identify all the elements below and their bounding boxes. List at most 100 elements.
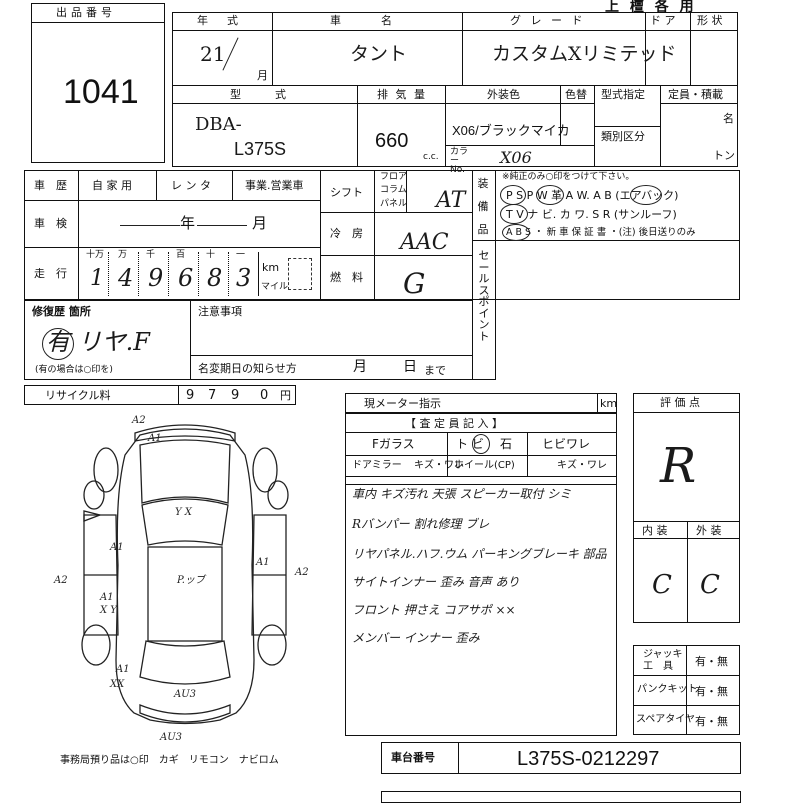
sales-point-label: セールスポイント — [478, 249, 490, 343]
damage-mark: A1 — [99, 592, 114, 603]
rear-bumper — [139, 704, 231, 723]
spec-v-shift — [406, 170, 407, 212]
exterior-value: C — [700, 570, 720, 600]
damage-mark: A2 — [294, 567, 309, 578]
comment-line: メンバー インナー 歪み — [352, 631, 480, 645]
front-left-tire — [93, 447, 119, 493]
hist-v-b — [232, 170, 233, 200]
spec-v-label — [374, 170, 375, 300]
equipment-note: ※純正のみ○印をつけて下さい。 — [502, 172, 635, 182]
repair-box — [24, 300, 473, 380]
left-mirror — [83, 510, 103, 522]
deadline-label: 名変期日の知らせ方 — [198, 362, 297, 375]
mileage-digit: 4 — [118, 264, 134, 292]
mileage-digit: 3 — [236, 264, 252, 292]
ext-color-label: 外装色 — [487, 88, 520, 101]
hist-v-main — [320, 170, 321, 300]
right-side-panel — [251, 514, 287, 636]
damage-mark: AU3 — [173, 689, 196, 700]
rear-right-tire — [257, 624, 287, 666]
inspection-year: 年 — [180, 214, 196, 232]
equip-circle-ab — [630, 185, 662, 205]
car-diagram: A2 A1 Y X A1 A2 A2 A1 X Y A1 A1 XX AU3 A… — [53, 415, 309, 743]
row1-header-line — [172, 30, 738, 31]
row1-bottom-line — [172, 85, 738, 86]
displacement-label: 排 気 量 — [377, 88, 427, 101]
hist-v-label — [78, 170, 79, 300]
inspector-v2 — [527, 432, 528, 476]
lot-number: 1041 — [63, 73, 139, 111]
equipment-line3: A B S ・ 新 車 保 証 書 ・(注) 後日送りのみ — [506, 227, 696, 238]
equipment-line2: T V ナ ビ. カ ワ. S R (サンルーフ) — [506, 208, 677, 221]
caution-line — [190, 355, 473, 356]
equip-circle-tv — [500, 204, 528, 224]
damage-mark: X Y — [99, 605, 118, 616]
damage-mark: A1 — [255, 557, 270, 568]
row2-header-line — [172, 103, 594, 104]
digit-sep — [198, 252, 199, 296]
inspector-box — [345, 413, 617, 485]
row2-colorno-line — [445, 145, 594, 146]
shape-label: 形 状 — [697, 14, 723, 27]
deadline-until: まで — [424, 364, 446, 377]
caution-label: 注意事項 — [198, 305, 242, 318]
damage-mark: Y X — [175, 507, 193, 518]
month-mark: 月 — [257, 69, 268, 82]
damage-mark: A2 — [53, 575, 68, 586]
exterior-label: 外 装 — [696, 524, 722, 537]
grade-line3 — [633, 538, 740, 539]
row2-v1 — [357, 85, 358, 167]
digit-unit: 十万 — [86, 250, 105, 260]
shift-column: コラム — [380, 185, 407, 195]
km-checkbox — [288, 258, 312, 290]
spec-line2 — [320, 255, 472, 256]
equip-circle-abs — [502, 224, 530, 241]
ext-color-value: X06/ブラックマイカ — [452, 123, 570, 138]
lot-divider — [31, 22, 165, 23]
row2-v5 — [660, 85, 661, 167]
fuel-label: 燃 料 — [330, 271, 363, 284]
digit-sep — [108, 252, 109, 296]
chassis-box — [381, 742, 741, 774]
spare-yes-no: 有・無 — [695, 715, 728, 728]
tobi-circle — [472, 434, 490, 454]
digit-unit: 一 — [236, 250, 246, 260]
vehicle-info-box — [172, 12, 738, 167]
recycle-label: リサイクル料 — [45, 389, 111, 402]
meter-label: 現メーター指示 — [364, 397, 441, 410]
digit-unit: 千 — [146, 250, 156, 260]
inspection-dash-2 — [197, 225, 247, 226]
hist-line1 — [24, 200, 320, 201]
recycle-box — [24, 385, 296, 405]
deadline-day: 日 — [403, 359, 417, 375]
mile-label: マイル — [261, 282, 289, 292]
grade-line2 — [633, 521, 740, 522]
rear-window — [139, 640, 231, 685]
digit-unit: 十 — [206, 250, 216, 260]
meter-box — [345, 393, 617, 413]
capacity-unit-ton: トン — [713, 149, 735, 162]
category-label: 類別区分 — [601, 130, 645, 143]
grade-line1 — [633, 412, 740, 413]
recycle-digit: 9 — [186, 388, 195, 403]
jack-label-2: 工 具 — [643, 661, 673, 672]
mileage-digit: 9 — [148, 264, 164, 292]
capacity-label: 定員・積載 — [668, 88, 723, 101]
inspection-month: 月 — [252, 214, 268, 232]
windshield — [141, 498, 229, 546]
equip-bottom — [472, 240, 740, 241]
digit-sep — [138, 252, 139, 296]
inspector-v1 — [447, 432, 448, 476]
year-value: 21 — [200, 42, 226, 66]
comment-line: 車内 キズ汚れ 天張 スピーカー取付 シミ — [352, 487, 572, 501]
mileage-digit: 8 — [207, 264, 223, 292]
repair-circle — [42, 328, 74, 360]
row1-v1 — [272, 12, 273, 85]
row2-v3 — [560, 85, 561, 145]
recycle-digit: 0 — [260, 388, 269, 403]
lot-label: 出品番号 — [56, 6, 116, 19]
history-private: 自 家 用 — [92, 179, 132, 192]
puncture-yes-no: 有・無 — [695, 685, 728, 698]
sheet-title: 上 檀 各 用 — [605, 0, 697, 15]
hist-v-equip2 — [495, 170, 496, 240]
